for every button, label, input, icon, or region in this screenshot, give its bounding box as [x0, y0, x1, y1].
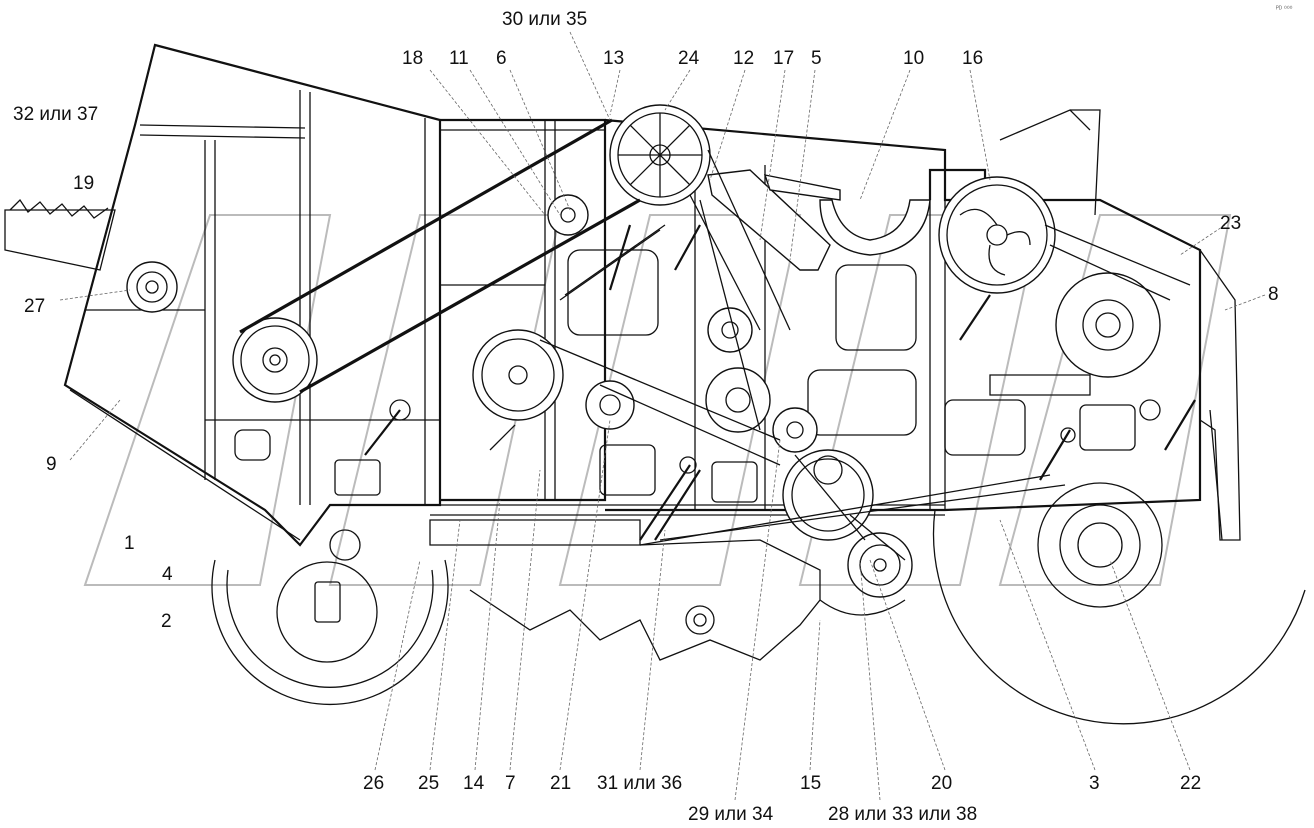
pulley-small — [547, 194, 818, 453]
label-17: 17 — [773, 48, 794, 69]
drive-belts — [239, 118, 1191, 561]
corner-mark: ᴾᴰ ⁰⁰⁰ — [1276, 5, 1293, 13]
pulley-24 — [609, 104, 711, 206]
pulley-mid-left — [472, 329, 564, 421]
label-24: 24 — [678, 48, 700, 69]
label-15: 15 — [800, 773, 821, 794]
label-23: 23 — [1220, 213, 1241, 234]
pulley-8 — [1055, 272, 1161, 378]
label-18: 18 — [402, 48, 423, 69]
label-6: 6 — [496, 48, 507, 69]
label-1: 1 — [124, 533, 135, 554]
label-30: 30 или 35 — [502, 9, 587, 30]
label-9: 9 — [46, 454, 57, 475]
pulley-27 — [126, 261, 178, 313]
label-22: 22 — [1180, 773, 1201, 794]
label-26: 26 — [363, 773, 384, 794]
label-7: 7 — [505, 773, 516, 794]
front-housing — [928, 109, 1241, 541]
label-19: 19 — [73, 173, 94, 194]
label-25: 25 — [418, 773, 439, 794]
label-31: 31 или 36 — [597, 773, 682, 794]
leader-lines — [59, 31, 1266, 801]
label-2: 2 — [161, 611, 172, 632]
rear-wheel — [211, 559, 449, 706]
label-28: 28 или 33 или 38 — [828, 804, 977, 825]
inspection-hatches — [234, 249, 1136, 503]
label-8: 8 — [1268, 284, 1279, 305]
main-frame — [429, 118, 1202, 546]
pickup-teeth — [4, 198, 116, 271]
label-13: 13 — [603, 48, 624, 69]
rotor-crusher — [469, 539, 906, 661]
pulley-16 — [938, 176, 1056, 294]
label-4: 4 — [162, 564, 173, 585]
label-21: 21 — [550, 773, 571, 794]
front-wheel — [932, 482, 1306, 725]
tension-arms — [329, 224, 1223, 561]
cam-plates — [707, 169, 931, 271]
label-20: 20 — [931, 773, 952, 794]
label-10: 10 — [903, 48, 924, 69]
callout-labels: 30 или 35 18 11 6 13 24 12 17 5 10 16 32… — [13, 5, 1293, 825]
label-5: 5 — [811, 48, 822, 69]
label-3: 3 — [1089, 773, 1100, 794]
label-32: 32 или 37 — [13, 104, 98, 125]
label-29: 29 или 34 — [688, 804, 774, 825]
label-14: 14 — [463, 773, 485, 794]
label-16: 16 — [962, 48, 983, 69]
tailgate — [63, 43, 442, 547]
pulley-tailgate — [232, 317, 318, 403]
label-11: 11 — [449, 48, 469, 69]
label-12: 12 — [733, 48, 754, 69]
label-27: 27 — [24, 296, 45, 317]
